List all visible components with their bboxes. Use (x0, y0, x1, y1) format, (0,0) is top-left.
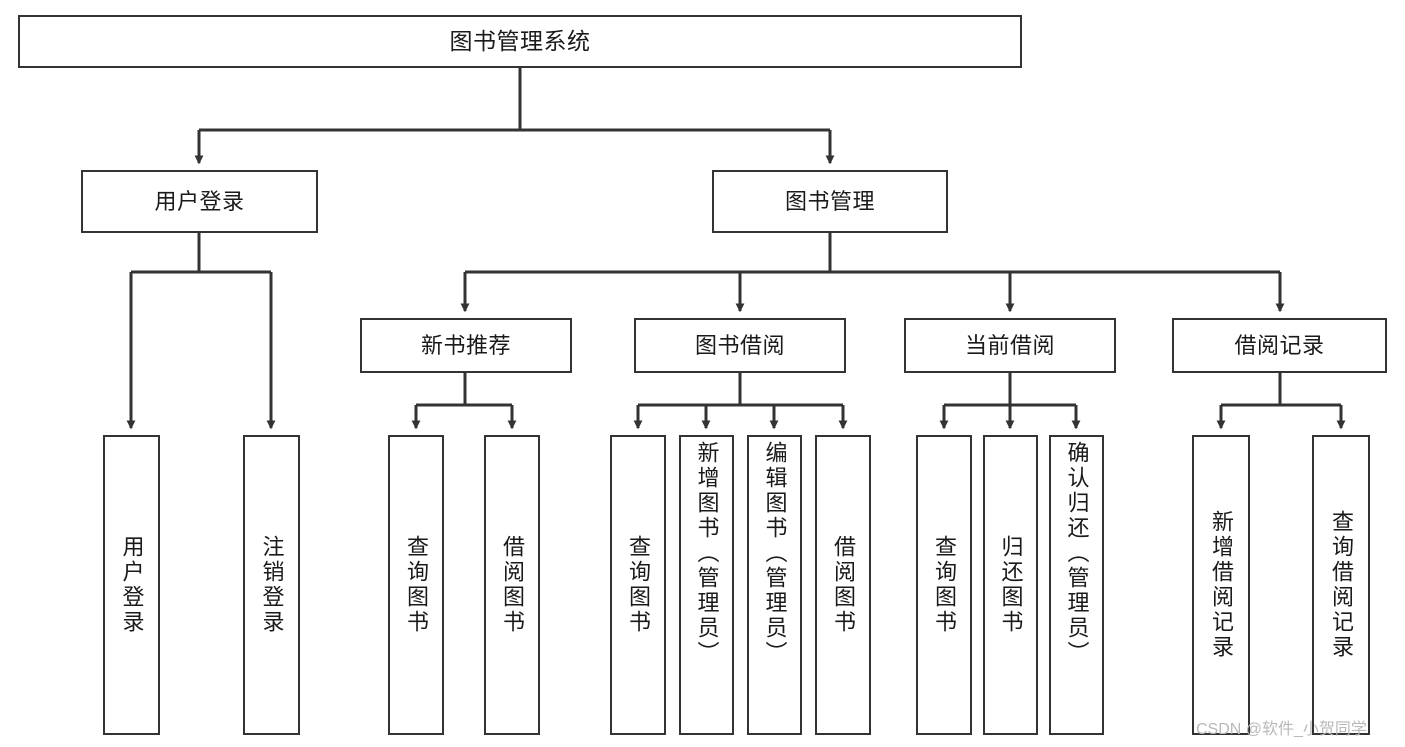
node-book-borrow[interactable]: 图书借阅 (634, 318, 846, 373)
node-current-borrow-label: 当前借阅 (964, 332, 1055, 358)
leaf-bookborrow-add-book-label: 新增图书（管理员） (694, 441, 720, 666)
leaf-currentborrow-return-book[interactable]: 归还图书 (983, 435, 1038, 735)
leaf-bookborrow-borrow-book-label: 借阅图书 (831, 535, 856, 635)
leaf-currentborrow-confirm-return-label: 确认归还（管理员） (1064, 441, 1090, 666)
node-user-login[interactable]: 用户登录 (81, 170, 318, 233)
leaf-borrowrecord-add-record[interactable]: 新增借阅记录 (1192, 435, 1250, 735)
leaf-currentborrow-return-book-label: 归还图书 (998, 535, 1024, 635)
leaf-bookborrow-add-book[interactable]: 新增图书（管理员） (679, 435, 734, 735)
node-new-book-recommend[interactable]: 新书推荐 (360, 318, 572, 373)
node-book-management-label: 图书管理 (784, 188, 875, 214)
leaf-bookborrow-edit-book-label: 编辑图书（管理员） (762, 441, 788, 666)
leaf-bookborrow-edit-book[interactable]: 编辑图书（管理员） (747, 435, 802, 735)
leaf-borrowrecord-query-record[interactable]: 查询借阅记录 (1312, 435, 1370, 735)
csdn-watermark: CSDN @软件_小贺同学 (1196, 721, 1367, 738)
node-current-borrow[interactable]: 当前借阅 (904, 318, 1116, 373)
node-root[interactable]: 图书管理系统 (18, 15, 1022, 68)
leaf-newbook-borrow-book-label: 借阅图书 (500, 535, 525, 635)
node-book-borrow-label: 图书借阅 (694, 332, 785, 358)
leaf-borrowrecord-query-record-label: 查询借阅记录 (1329, 510, 1354, 660)
leaf-bookborrow-query-book[interactable]: 查询图书 (610, 435, 666, 735)
leaf-logout-label: 注销登录 (259, 535, 285, 635)
leaf-bookborrow-borrow-book[interactable]: 借阅图书 (815, 435, 871, 735)
node-user-login-label: 用户登录 (154, 188, 245, 214)
node-book-management[interactable]: 图书管理 (712, 170, 948, 233)
node-new-book-recommend-label: 新书推荐 (420, 332, 511, 358)
leaf-currentborrow-query-book[interactable]: 查询图书 (916, 435, 972, 735)
leaf-currentborrow-query-book-label: 查询图书 (932, 535, 957, 635)
leaf-logout[interactable]: 注销登录 (243, 435, 300, 735)
leaf-newbook-query-book[interactable]: 查询图书 (388, 435, 444, 735)
leaf-newbook-borrow-book[interactable]: 借阅图书 (484, 435, 540, 735)
leaf-currentborrow-confirm-return[interactable]: 确认归还（管理员） (1049, 435, 1104, 735)
node-root-label: 图书管理系统 (449, 28, 591, 54)
leaf-bookborrow-query-book-label: 查询图书 (626, 535, 651, 635)
leaf-newbook-query-book-label: 查询图书 (404, 535, 429, 635)
leaf-borrowrecord-add-record-label: 新增借阅记录 (1209, 510, 1234, 660)
leaf-user-login[interactable]: 用户登录 (103, 435, 160, 735)
node-borrow-record-label: 借阅记录 (1234, 332, 1325, 358)
leaf-user-login-label: 用户登录 (119, 535, 145, 635)
node-borrow-record[interactable]: 借阅记录 (1172, 318, 1387, 373)
